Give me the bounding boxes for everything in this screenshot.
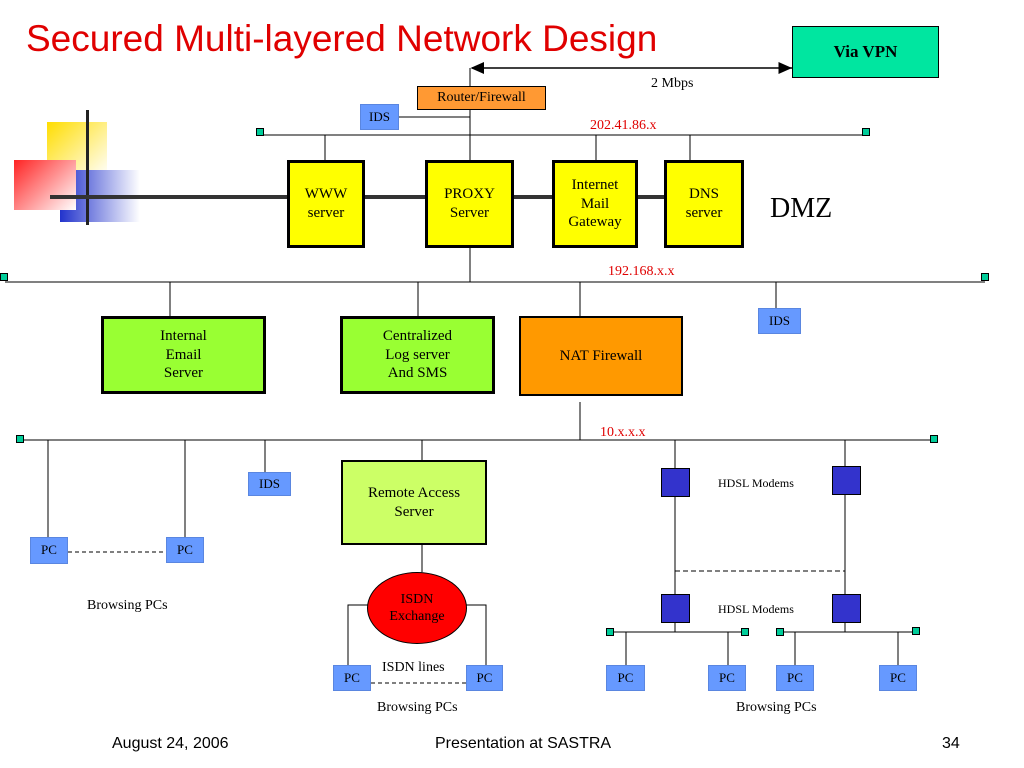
www-server-label: WWW server	[304, 186, 348, 221]
bandwidth-label: 2 Mbps	[651, 76, 694, 91]
pc-label: PC	[41, 542, 57, 558]
isdn-exchange-label: ISDN Exchange	[389, 591, 445, 625]
proxy-server: PROXY Server	[425, 160, 514, 248]
remote-access-server: Remote Access Server	[341, 460, 487, 545]
hdsl-modem	[661, 468, 690, 497]
ids-label: IDS	[259, 475, 280, 491]
ids-top: IDS	[360, 104, 399, 130]
browsing-pcs-right-label: Browsing PCs	[736, 700, 817, 715]
pc-label: PC	[719, 669, 735, 685]
pc-label: PC	[787, 669, 803, 685]
dmz-bus-terminator-right	[981, 273, 989, 281]
modem-bus-terminator	[606, 628, 614, 636]
centralized-log-server: Centralized Log server And SMS	[340, 316, 495, 394]
pc-isdn-1: PC	[333, 665, 371, 691]
hdsl-modems-bottom-label: HDSL Modems	[718, 602, 794, 616]
pc-left-1: PC	[30, 537, 68, 564]
pc-label: PC	[344, 669, 360, 685]
public-bus-terminator-right	[862, 128, 870, 136]
pc-isdn-2: PC	[466, 665, 503, 691]
pc-left-2: PC	[166, 537, 204, 563]
dmz-label: DMZ	[770, 193, 833, 224]
pc-hdsl-3: PC	[776, 665, 814, 691]
internal-email-server: Internal Email Server	[101, 316, 266, 394]
dns-server: DNS server	[664, 160, 744, 248]
internal-email-label: Internal Email Server	[160, 327, 207, 382]
pc-hdsl-1: PC	[606, 665, 645, 691]
mail-gateway-label: Internet Mail Gateway	[568, 176, 622, 231]
pc-label: PC	[476, 669, 493, 685]
browsing-pcs-center-label: Browsing PCs	[377, 700, 458, 715]
log-server-label: Centralized Log server And SMS	[382, 327, 453, 382]
pc-label: PC	[617, 669, 634, 685]
hdsl-modems-top-label: HDSL Modems	[718, 476, 794, 490]
hdsl-modem	[832, 594, 861, 623]
footer-center: Presentation at SASTRA	[435, 735, 612, 752]
router-firewall-box: Router/Firewall	[417, 86, 546, 110]
www-server: WWW server	[287, 160, 365, 248]
nat-firewall-label: NAT Firewall	[559, 347, 643, 364]
footer-page-number: 34	[942, 735, 960, 752]
isdn-exchange: ISDN Exchange	[367, 572, 467, 644]
public-bus-terminator-left	[256, 128, 264, 136]
proxy-server-label: PROXY Server	[444, 186, 495, 221]
remote-access-label: Remote Access Server	[367, 484, 461, 520]
via-vpn-box: Via VPN	[792, 26, 939, 78]
pc-label: PC	[890, 669, 906, 685]
ids-dmz: IDS	[758, 308, 801, 334]
modem-bus-terminator	[776, 628, 784, 636]
hdsl-modem	[832, 466, 861, 495]
pc-label: PC	[177, 541, 193, 557]
footer-date: August 24, 2006	[112, 735, 229, 752]
modem-bus-terminator	[912, 627, 920, 635]
network-internal-label: 10.x.x.x	[600, 425, 646, 440]
hdsl-modem	[661, 594, 690, 623]
ids-internal: IDS	[248, 472, 291, 496]
ids-label: IDS	[369, 108, 390, 124]
network-dmz-label: 192.168.x.x	[608, 264, 675, 279]
browsing-pcs-left-label: Browsing PCs	[87, 598, 168, 613]
network-public-label: 202.41.86.x	[590, 118, 657, 133]
dns-server-label: DNS server	[685, 186, 723, 221]
via-vpn-label: Via VPN	[833, 42, 898, 62]
internal-bus-terminator-right	[930, 435, 938, 443]
router-firewall-label: Router/Firewall	[437, 90, 526, 106]
isdn-lines-label: ISDN lines	[382, 660, 445, 675]
nat-firewall: NAT Firewall	[519, 316, 683, 396]
deco-red-square	[14, 160, 76, 210]
ids-label: IDS	[769, 312, 790, 328]
slide-title: Secured Multi-layered Network Design	[26, 18, 658, 59]
internet-mail-gateway: Internet Mail Gateway	[552, 160, 638, 248]
pc-hdsl-4: PC	[879, 665, 917, 691]
internal-bus-terminator-left	[16, 435, 24, 443]
dmz-bus-terminator-left	[0, 273, 8, 281]
pc-hdsl-2: PC	[708, 665, 746, 691]
deco-vertical-line	[86, 110, 89, 225]
modem-bus-terminator	[741, 628, 749, 636]
